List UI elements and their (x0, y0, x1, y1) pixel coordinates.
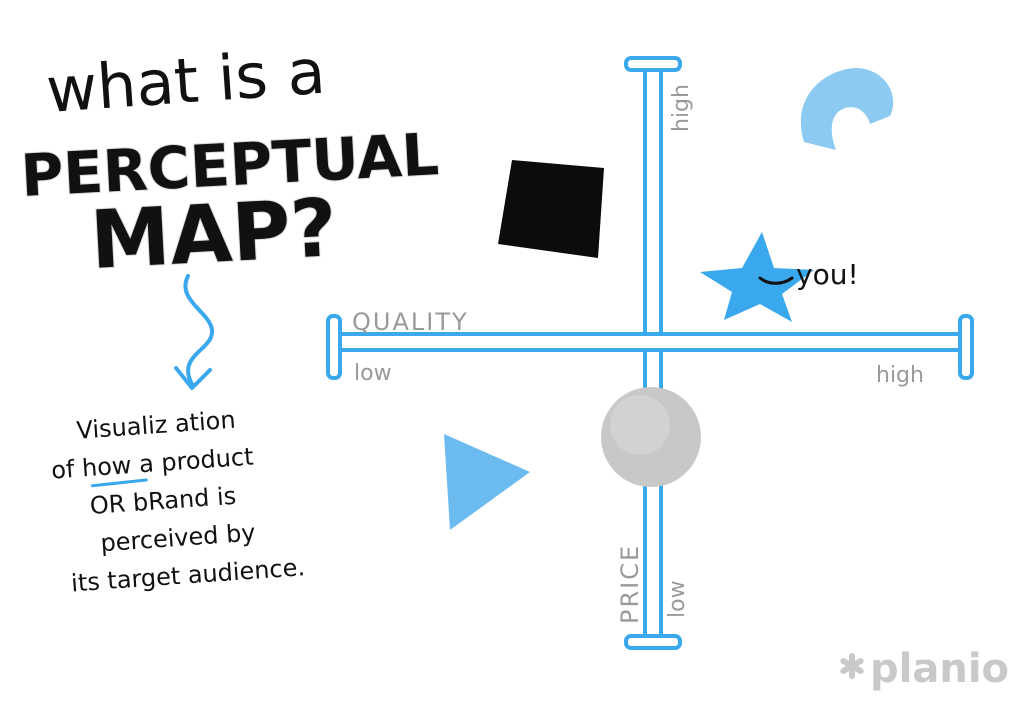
description-line-5: its target audience. (70, 553, 306, 597)
description-line-2-pre: of (50, 454, 83, 484)
quality-axis (326, 314, 974, 380)
down-arrow-icon (174, 274, 214, 390)
planio-logo: planio (840, 646, 1009, 692)
price-axis (624, 56, 682, 650)
you-label: you! (796, 258, 859, 291)
description-line-4: perceived by (100, 519, 257, 558)
description-line-2-post: a product (130, 442, 254, 478)
description-line-3: OR bRand is (89, 482, 237, 520)
price-axis-title: PRICE (616, 544, 644, 624)
asterisk-icon (840, 653, 864, 679)
how-underline (90, 478, 148, 488)
title-line-1: what is a (44, 35, 328, 127)
description-line-2: of how a product (50, 442, 254, 484)
description: Visualiz ation of how a product OR bRand… (50, 406, 306, 598)
quality-axis-title: QUALITY (352, 308, 469, 336)
blue-arch-marker (800, 68, 894, 150)
price-low-label: low (665, 580, 690, 618)
star-marker (700, 232, 814, 322)
blue-triangle-marker (444, 434, 530, 530)
you-pointer (758, 276, 794, 285)
title-line-3: MAP? (88, 181, 339, 287)
quality-high-label: high (876, 363, 924, 388)
quality-low-label: low (354, 361, 392, 386)
price-high-label: high (669, 84, 694, 132)
gray-circle-highlight (610, 395, 670, 455)
logo-text: planio (870, 646, 1009, 692)
description-line-2-emphasis: how (81, 451, 132, 482)
description-line-1: Visualiz ation (76, 406, 237, 445)
black-square-marker (498, 160, 604, 258)
